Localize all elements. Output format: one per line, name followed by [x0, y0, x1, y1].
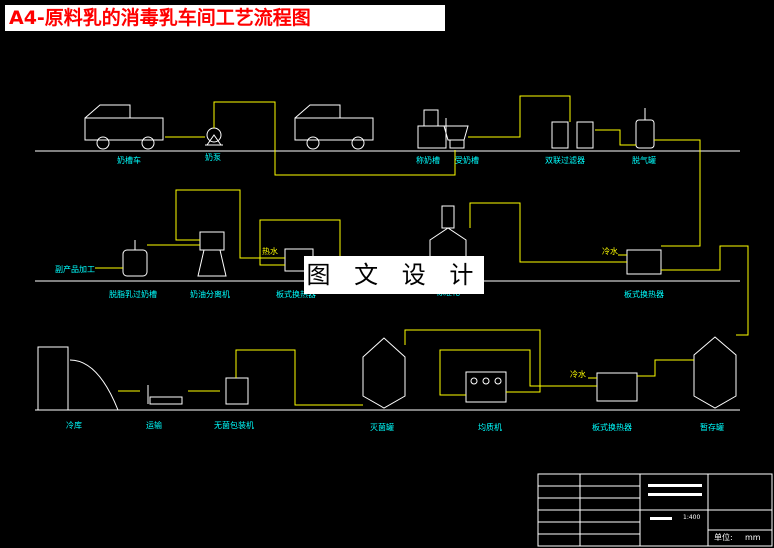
- transport-cart: [147, 385, 183, 405]
- pipe-homogenizer-to-sterile: [404, 329, 541, 393]
- watermark: 图 文 设 计: [304, 256, 484, 294]
- pipe-separator-loop: [175, 189, 285, 259]
- aseptic-filler: [225, 377, 249, 405]
- label-milk-pump: 奶泵: [205, 152, 221, 162]
- label-plate-heater-small: 板式换热器: [276, 289, 316, 299]
- label-aseptic-filler: 无菌包装机: [214, 420, 254, 430]
- pipe-storage-to-heater2: [637, 359, 694, 377]
- sterilizing-tank: [362, 337, 406, 409]
- label-cold-store: 冷库: [66, 420, 82, 430]
- deaerator-tank: [635, 108, 655, 149]
- pipe-receive-to-filter: [468, 95, 571, 138]
- pipe-heater-to-standardize: [469, 202, 627, 263]
- homogenizer: [465, 371, 507, 403]
- title-block-unit-value: mm: [745, 533, 761, 542]
- label-cream-separator: 奶油分离机: [190, 289, 230, 299]
- label-weigh-tank: 称奶槽: [416, 155, 440, 165]
- label-tanker: 奶槽车: [117, 155, 141, 165]
- label-storage-tank: 暂存罐: [700, 422, 724, 432]
- pipe-deaerator-to-heater: [654, 139, 701, 247]
- milk-tanker-truck-1: [84, 104, 164, 150]
- label-receive-tank: 受奶槽: [455, 155, 479, 165]
- label-sterile-tank: 灭菌罐: [370, 422, 394, 432]
- title-block-unit-label: 单位:: [714, 532, 733, 542]
- label-homogenizer: 均质机: [478, 422, 502, 432]
- pipe-sterile-to-filler: [235, 349, 363, 406]
- plate-heat-exchanger-2: [596, 372, 638, 402]
- label-hot-water-1: 热水: [262, 246, 278, 256]
- label-cold-water-2: 冷水: [602, 246, 618, 256]
- milk-tanker-truck-2: [294, 104, 374, 150]
- diagram-title: A4-原料乳的消毒乳车间工艺流程图: [5, 5, 445, 31]
- storage-tank: [693, 336, 737, 409]
- label-skim-milk-tank: 脱脂乳过奶槽: [109, 289, 157, 299]
- label-duplex-filter: 双联过滤器: [545, 155, 585, 165]
- duplex-filter: [551, 121, 594, 149]
- label-cart: 运输: [146, 420, 162, 430]
- label-cold-water-3: 冷水: [570, 369, 586, 379]
- cream-separator: [197, 231, 227, 277]
- label-plate-heater-2: 板式换热器: [592, 422, 632, 432]
- receive-tank: [443, 118, 469, 149]
- pipe-heater-to-storage: [661, 245, 749, 336]
- label-plate-heater-1: 板式换热器: [624, 289, 664, 299]
- title-block-scale: 1:400: [683, 514, 700, 521]
- milk-pump: [205, 127, 223, 146]
- weigh-tank: [417, 109, 447, 149]
- label-byproduct: 副产品加工: [55, 264, 95, 274]
- title-block: [537, 473, 773, 547]
- pipe-filter-to-deaerator: [595, 129, 636, 146]
- pipe-pump-to-weigh: [213, 101, 456, 176]
- label-deaerator: 脱气罐: [632, 155, 656, 165]
- cold-storage: [37, 346, 119, 411]
- plate-heat-exchanger-1: [626, 249, 662, 275]
- skim-milk-tank: [122, 240, 148, 277]
- pipe-heater2-to-homogenizer: [439, 349, 597, 396]
